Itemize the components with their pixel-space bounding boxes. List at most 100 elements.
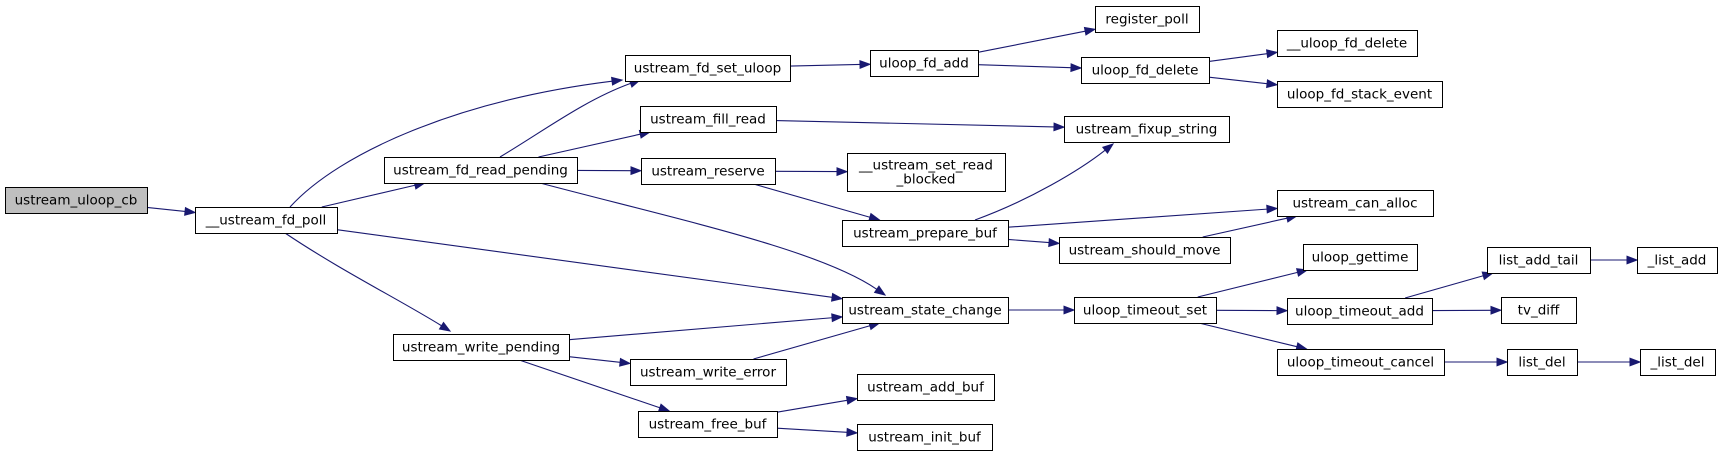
node-box	[1095, 6, 1200, 33]
function-node-ustream-can-alloc[interactable]: ustream_can_alloc	[1277, 190, 1434, 217]
function-node-tv-diff[interactable]: tv_diff	[1501, 297, 1577, 324]
node-label: ustream_init_buf	[868, 430, 982, 446]
node-box	[1287, 298, 1433, 325]
call-edge-ustream-write-pending-to-ustream-free-buf	[519, 359, 671, 412]
call-edge-ustream-write-error-to-ustream-state-change	[753, 321, 881, 360]
call-edge-list-del-to--list-del	[1577, 357, 1642, 367]
call-edge-uloop-timeout-cancel-to-list-del	[1444, 357, 1509, 367]
call-edge---ustream-fd-poll-to-ustream-fd-read-pending	[321, 180, 427, 208]
function-node-list-add[interactable]: _list_add	[1637, 247, 1718, 274]
node-label: uloop_gettime	[1312, 250, 1409, 266]
node-box	[1064, 116, 1230, 143]
call-edge-ustream-fd-read-pending-to-ustream-reserve	[576, 166, 643, 176]
function-node-uloop-fd-delete[interactable]: __uloop_fd_delete	[1277, 30, 1418, 57]
function-node-ustream-should-move[interactable]: ustream_should_move	[1059, 237, 1231, 264]
node-label: register_poll	[1105, 12, 1188, 28]
node-label: __uloop_fd_delete	[1286, 36, 1407, 52]
node-box	[1081, 57, 1210, 84]
function-node-register-poll[interactable]: register_poll	[1095, 6, 1200, 33]
call-edge-list-add-tail-to--list-add	[1590, 255, 1639, 265]
function-node-uloop-fd-delete[interactable]: uloop_fd_delete	[1081, 57, 1210, 84]
node-box	[393, 334, 570, 361]
node-label: uloop_timeout_cancel	[1287, 355, 1434, 371]
node-box	[1640, 349, 1716, 376]
node-label: uloop_fd_stack_event	[1287, 87, 1432, 103]
node-label: list_del	[1518, 355, 1565, 371]
function-node-list-del[interactable]: list_del	[1507, 349, 1578, 376]
function-node-uloop-timeout-set[interactable]: uloop_timeout_set	[1074, 297, 1217, 324]
function-node-ustream-fill-read[interactable]: ustream_fill_read	[640, 106, 777, 133]
call-edge-uloop-fd-add-to-register-poll	[977, 26, 1097, 53]
function-node-list-add-tail[interactable]: list_add_tail	[1487, 247, 1591, 274]
node-box	[630, 359, 787, 386]
function-node-list-del[interactable]: _list_del	[1640, 349, 1716, 376]
node-box	[640, 106, 777, 133]
function-node-uloop-gettime[interactable]: uloop_gettime	[1303, 244, 1418, 271]
node-box	[1501, 297, 1577, 324]
node-label: ustream_fd_set_uloop	[634, 61, 781, 77]
function-node-uloop-timeout-cancel[interactable]: uloop_timeout_cancel	[1277, 349, 1445, 376]
function-node-ustream-write-pending[interactable]: ustream_write_pending	[393, 334, 570, 361]
node-label: tv_diff	[1518, 303, 1560, 319]
function-node-ustream-free-buf[interactable]: ustream_free_buf	[638, 411, 778, 438]
node-label: ustream_can_alloc	[1292, 196, 1417, 212]
function-nodes: ustream_uloop_cb__ustream_fd_pollustream…	[5, 6, 1718, 451]
node-label: _blocked	[896, 172, 956, 188]
function-node-uloop-timeout-add[interactable]: uloop_timeout_add	[1287, 298, 1433, 325]
node-box	[384, 157, 578, 184]
call-edge-ustream-prepare-buf-to-ustream-fixup-string	[974, 143, 1115, 221]
node-label: uloop_timeout_add	[1295, 304, 1424, 320]
call-edge-ustream-free-buf-to-ustream-add-buf	[776, 395, 859, 413]
function-node-ustream-write-error[interactable]: ustream_write_error	[630, 359, 787, 386]
function-node-ustream-fixup-string[interactable]: ustream_fixup_string	[1064, 116, 1230, 143]
node-label: _list_del	[1650, 355, 1705, 371]
function-node-ustream-fd-poll[interactable]: __ustream_fd_poll	[195, 207, 338, 234]
function-node-ustream-fd-read-pending[interactable]: ustream_fd_read_pending	[384, 157, 578, 184]
function-node-ustream-init-buf[interactable]: ustream_init_buf	[857, 424, 993, 451]
function-node-uloop-fd-stack-event[interactable]: uloop_fd_stack_event	[1277, 81, 1443, 108]
node-box	[1074, 297, 1217, 324]
function-node-ustream-prepare-buf[interactable]: ustream_prepare_buf	[842, 220, 1009, 247]
call-edge-ustream-fd-set-uloop-to-uloop-fd-add	[789, 59, 872, 70]
node-label: ustream_write_error	[640, 365, 776, 381]
call-edge-ustream-write-pending-to-ustream-state-change	[568, 313, 844, 341]
node-box	[1059, 237, 1231, 264]
function-node-ustream-add-buf[interactable]: ustream_add_buf	[857, 374, 995, 401]
node-label: uloop_timeout_set	[1083, 303, 1207, 319]
node-box	[842, 220, 1009, 247]
call-edge-uloop-timeout-add-to-list-add-tail	[1404, 271, 1495, 299]
node-label: uloop_fd_delete	[1092, 63, 1199, 79]
function-node-ustream-fd-set-uloop[interactable]: ustream_fd_set_uloop	[625, 55, 791, 82]
node-box	[1637, 247, 1718, 274]
node-label: ustream_write_pending	[402, 340, 560, 356]
node-box	[1277, 30, 1418, 57]
node-label: __ustream_set_read	[858, 158, 993, 174]
call-edge-ustream-uloop-cb-to---ustream-fd-poll	[146, 206, 197, 216]
function-node-ustream-set-read-blocked[interactable]: __ustream_set_read_blocked	[847, 153, 1006, 192]
node-box	[870, 50, 979, 77]
call-edge-ustream-free-buf-to-ustream-init-buf	[776, 427, 859, 437]
call-edge-ustream-prepare-buf-to-ustream-should-move	[1007, 238, 1061, 248]
call-edge-ustream-fill-read-to-ustream-fixup-string	[775, 120, 1066, 132]
call-edge---ustream-fd-poll-to-ustream-write-pending	[284, 232, 452, 332]
node-box	[857, 424, 993, 451]
node-label: ustream_state_change	[848, 303, 1001, 319]
node-label: ustream_should_move	[1069, 243, 1221, 259]
function-node-ustream-state-change[interactable]: ustream_state_change	[842, 297, 1009, 324]
node-box	[5, 187, 148, 214]
node-box	[625, 55, 791, 82]
node-label: uloop_fd_add	[879, 56, 969, 72]
call-edge-uloop-fd-delete-to-uloop-fd-stack-event	[1208, 76, 1279, 89]
call-edge-uloop-fd-add-to-uloop-fd-delete	[977, 63, 1083, 73]
node-box	[641, 158, 776, 185]
node-box	[1277, 81, 1443, 108]
node-box	[195, 207, 338, 234]
node-box	[842, 297, 1009, 324]
node-label: ustream_fixup_string	[1076, 122, 1218, 138]
function-node-uloop-fd-add[interactable]: uloop_fd_add	[870, 50, 979, 77]
function-node-ustream-uloop-cb[interactable]: ustream_uloop_cb	[5, 187, 148, 214]
call-edges	[146, 26, 1642, 437]
call-edge-ustream-should-move-to-ustream-can-alloc	[1202, 213, 1299, 238]
function-node-ustream-reserve[interactable]: ustream_reserve	[641, 158, 776, 185]
